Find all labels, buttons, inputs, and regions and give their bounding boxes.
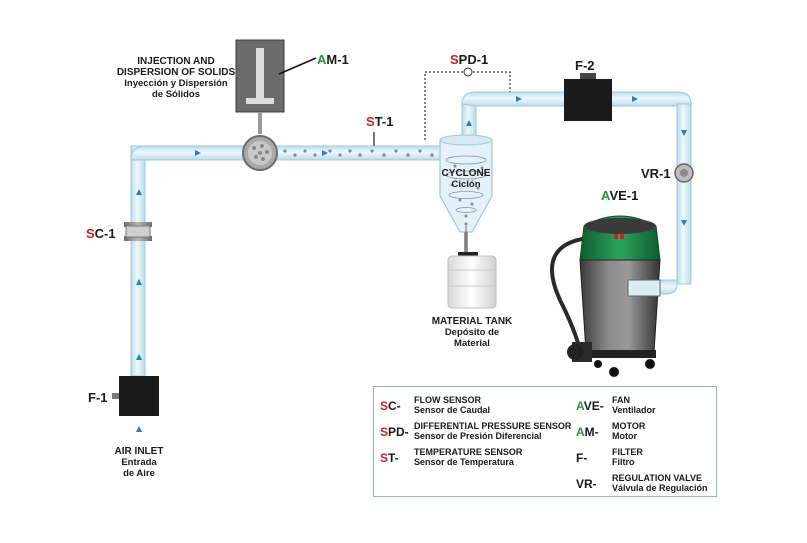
legend-code-sc: SC- [380,399,401,413]
legend-code-f: F- [576,451,588,465]
st1-probe [373,132,375,146]
injection-title-es2: de Sólidos [151,89,201,100]
cyclone-label: CYCLONE Ciclón [441,168,491,190]
filter-f1 [112,376,159,416]
injection-motor [235,39,317,134]
legend-code-st: ST- [380,451,399,465]
spd1-line [424,67,511,140]
tag-am1: AM-1 [317,52,349,67]
inlet-pipe [130,145,246,377]
injection-title-en: INJECTION AND [137,56,215,67]
tag-vr1: VR-1 [641,166,671,181]
air-inlet-label: AIR INLET Entrada de Aire [114,446,164,479]
injection-title-en2: DISPERSION OF SOLIDS [116,67,236,78]
tag-f1: F-1 [88,390,108,405]
valve-vr1 [674,163,694,183]
filter-f2 [564,73,612,121]
legend-code-am: AM- [576,425,599,439]
outlet-pipe [461,91,692,295]
legend-code-vr: VR- [576,477,597,491]
tag-spd1: SPD-1 [450,52,489,67]
injection-label: INJECTION AND DISPERSION OF SOLIDS Inyec… [110,56,242,100]
tag-f2: F-2 [575,58,595,73]
legend-code-spd: SPD- [380,425,409,439]
tag-sc1: SC-1 [86,226,116,241]
flow-arrows [136,96,687,432]
material-tank [447,252,497,309]
tag-st1: ST-1 [366,114,394,129]
cyclone [439,134,493,252]
solid-particles [283,149,434,157]
tank-label: MATERIAL TANK Depósito de Material [431,316,513,349]
legend-code-ave: AVE- [576,399,604,413]
vacuum-fan [550,215,661,377]
main-pipe [261,145,441,161]
solid-disperser [242,135,278,171]
flow-sensor-sc1 [124,222,152,241]
injection-title-es: Inyección y Dispersión [124,78,228,89]
tag-ave1: AVE-1 [601,188,639,203]
